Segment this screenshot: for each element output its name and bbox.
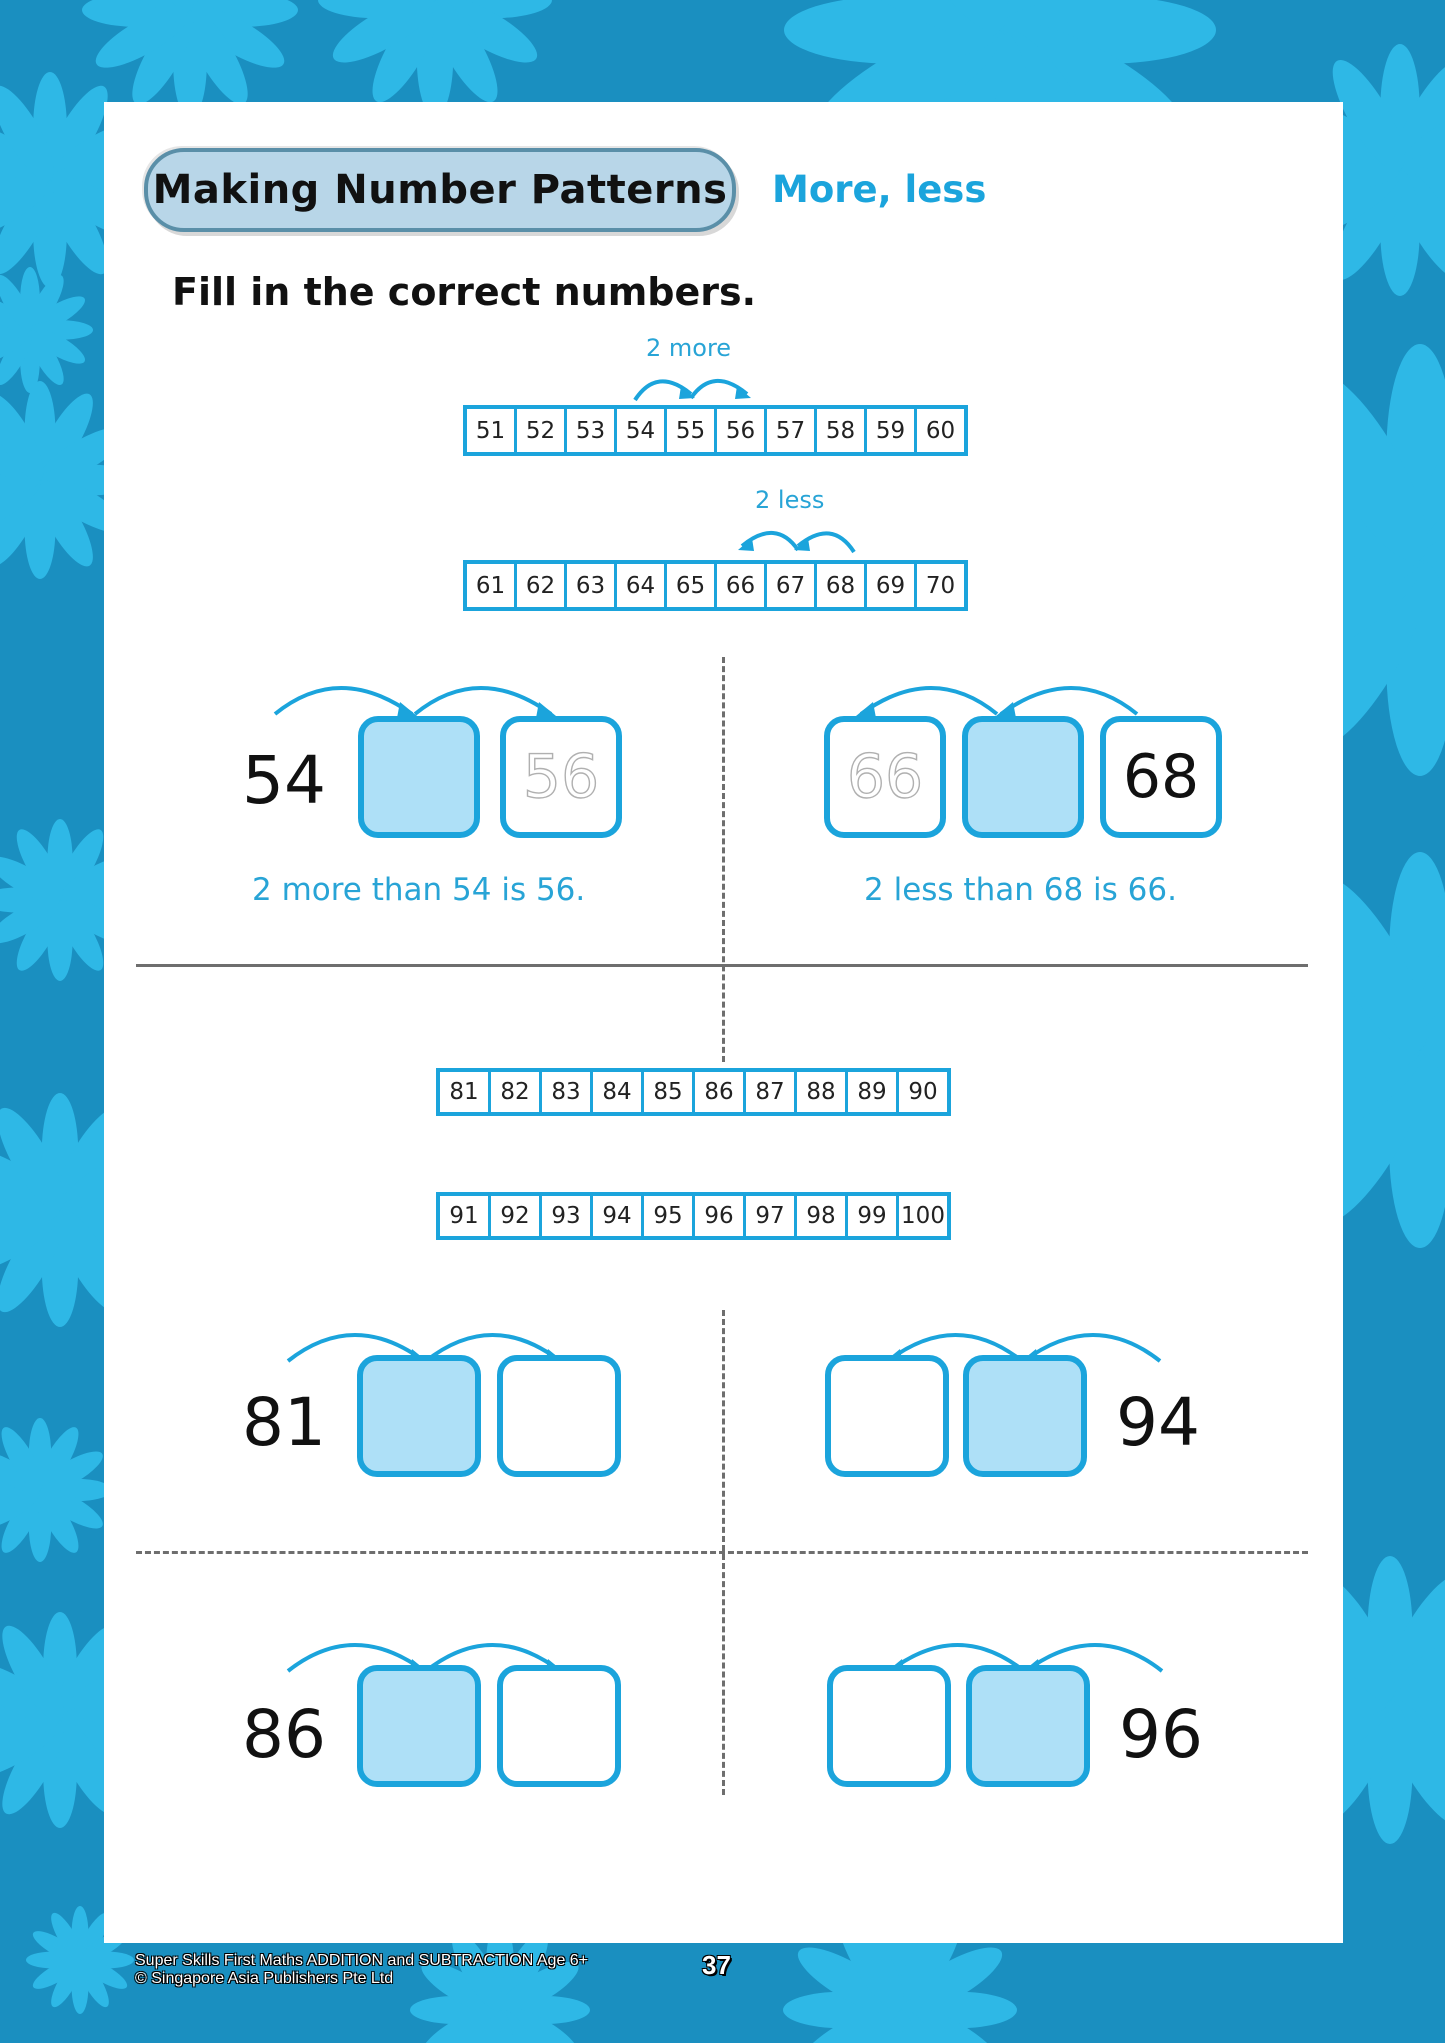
footer-credits: Super Skills First Maths ADDITION and SU… (135, 1952, 588, 1988)
topic-subtitle: More, less (772, 168, 987, 211)
answer-input-box[interactable] (827, 1665, 951, 1787)
exercise-given-number: 81 (242, 1384, 326, 1461)
strip-cell: 98 (797, 1196, 845, 1236)
strip-cell: 64 (617, 564, 664, 607)
strip-cell: 68 (817, 564, 864, 607)
strip-cell: 52 (517, 409, 564, 452)
example-more-arrows-icon (273, 686, 556, 718)
number-strip-61-70: 61 62 63 64 65 66 67 68 69 70 (463, 560, 968, 611)
less-arrows-icon (738, 530, 856, 554)
strip-cell: 56 (717, 409, 764, 452)
strip-cell: 96 (695, 1196, 743, 1236)
answer-input-box[interactable] (497, 1355, 621, 1477)
answer-input-box-shaded[interactable] (966, 1665, 1090, 1787)
page-number: 37 (702, 1950, 731, 1980)
strip-cell: 95 (644, 1196, 692, 1236)
more-arrows-icon (633, 378, 751, 402)
title-banner: Making Number Patterns (144, 148, 736, 232)
strip-cell: 84 (593, 1072, 641, 1112)
strip-cell: 99 (848, 1196, 896, 1236)
strip-cell: 91 (440, 1196, 488, 1236)
example-given-box: 68 (1100, 716, 1222, 838)
strip-cell: 63 (567, 564, 614, 607)
strip-cell: 62 (517, 564, 564, 607)
example-answer-box[interactable]: 56 (500, 716, 622, 838)
instruction-text: Fill in the correct numbers. (172, 270, 757, 314)
strip-cell: 70 (917, 564, 964, 607)
strip-cell: 93 (542, 1196, 590, 1236)
strip-cell: 55 (667, 409, 714, 452)
strip-cell: 67 (767, 564, 814, 607)
strip-cell: 51 (467, 409, 514, 452)
traced-answer: 66 (846, 741, 924, 812)
row-divider-dashed (136, 1551, 1308, 1554)
exercise-given-number: 96 (1119, 1696, 1203, 1773)
strip-cell: 97 (746, 1196, 794, 1236)
example-less-arrows-icon (856, 686, 1139, 718)
number-strip-51-60: 51 52 53 54 55 56 57 58 59 60 (463, 405, 968, 456)
example-given-number: 54 (242, 742, 326, 819)
strip-cell: 61 (467, 564, 514, 607)
number-strip-91-100: 91 92 93 94 95 96 97 98 99 100 (436, 1192, 951, 1240)
strip-cell: 66 (717, 564, 764, 607)
worksheet-page: Making Number Patterns More, less Fill i… (104, 102, 1343, 1943)
strip-cell: 86 (695, 1072, 743, 1112)
answer-input-box[interactable] (825, 1355, 949, 1477)
strip-cell: 87 (746, 1072, 794, 1112)
two-less-hint: 2 less (755, 486, 825, 514)
strip-cell: 60 (917, 409, 964, 452)
book-title: Super Skills First Maths ADDITION and SU… (135, 1952, 589, 1969)
strip-cell: 89 (848, 1072, 896, 1112)
example-sentence-more: 2 more than 54 is 56. (252, 872, 586, 908)
strip-cell: 81 (440, 1072, 488, 1112)
two-more-hint: 2 more (646, 334, 732, 362)
exercise-given-number: 86 (242, 1696, 326, 1773)
traced-answer: 56 (522, 741, 600, 812)
strip-cell: 85 (644, 1072, 692, 1112)
answer-input-box-shaded[interactable] (963, 1355, 1087, 1477)
strip-cell: 53 (567, 409, 614, 452)
strip-cell: 82 (491, 1072, 539, 1112)
strip-cell: 65 (667, 564, 714, 607)
strip-cell: 57 (767, 409, 814, 452)
page-title: Making Number Patterns (152, 167, 728, 213)
example-answer-box[interactable]: 66 (824, 716, 946, 838)
strip-cell: 100 (899, 1196, 947, 1236)
exercise-given-number: 94 (1116, 1384, 1200, 1461)
number-strip-81-90: 81 82 83 84 85 86 87 88 89 90 (436, 1068, 951, 1116)
copyright-notice: © Singapore Asia Publishers Pte Ltd (135, 1970, 394, 1987)
strip-cell: 94 (593, 1196, 641, 1236)
section-divider (136, 964, 1308, 967)
strip-cell: 59 (867, 409, 914, 452)
strip-cell: 83 (542, 1072, 590, 1112)
example-given-number: 68 (1122, 742, 1200, 812)
answer-input-box-shaded[interactable] (357, 1355, 481, 1477)
strip-cell: 90 (899, 1072, 947, 1112)
example-answer-box-shaded[interactable] (358, 716, 480, 838)
example-answer-box-shaded[interactable] (962, 716, 1084, 838)
answer-input-box[interactable] (497, 1665, 621, 1787)
answer-input-box-shaded[interactable] (357, 1665, 481, 1787)
strip-cell: 69 (867, 564, 914, 607)
vertical-divider-top (722, 657, 725, 1062)
strip-cell: 92 (491, 1196, 539, 1236)
strip-cell: 54 (617, 409, 664, 452)
strip-cell: 88 (797, 1072, 845, 1112)
example-sentence-less: 2 less than 68 is 66. (864, 872, 1177, 908)
strip-cell: 58 (817, 409, 864, 452)
